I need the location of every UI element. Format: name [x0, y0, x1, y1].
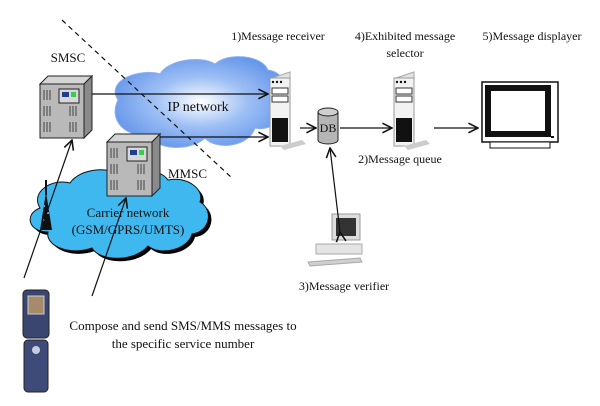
- mmsc-server-icon: [105, 132, 162, 198]
- exhibited-selector-label-line2: selector: [386, 46, 423, 60]
- mobile-phone-icon: [22, 289, 50, 393]
- db-label: DB: [320, 121, 337, 135]
- message-receiver-label: 1)Message receiver: [231, 29, 325, 43]
- carrier-network-label-line1: Carrier network: [87, 205, 170, 220]
- smsc-server-icon: [38, 74, 94, 140]
- exhibited-selector-label-line1: 4)Exhibited message: [355, 29, 455, 43]
- ip-network-label: IP network: [167, 100, 228, 115]
- carrier-network-label-line2: (GSM/GPRS/UMTS): [72, 222, 185, 237]
- network-boundary-line: [61, 19, 233, 179]
- mmsc-label: MMSC: [168, 166, 207, 181]
- database-icon: DB: [317, 107, 339, 145]
- arrow-phone-to-smsc: [23, 140, 72, 279]
- compose-instruction-line1: Compose and send SMS/MMS messages to: [69, 318, 296, 333]
- carrier-network-cloud: Carrier network (GSM/GPRS/UMTS): [29, 169, 212, 262]
- message-queue-label: 2)Message queue: [358, 152, 442, 166]
- message-receiver-server-icon: [269, 71, 306, 150]
- compose-instruction-line2: the specific service number: [112, 336, 255, 351]
- message-displayer-label: 5)Message displayer: [483, 29, 582, 43]
- arrow-phone-to-mmsc: [91, 198, 126, 297]
- arrow-db-verifier: [330, 148, 340, 232]
- message-verifier-label: 3)Message verifier: [299, 279, 389, 293]
- smsc-label: SMSC: [51, 50, 86, 65]
- message-display-monitor-icon: [481, 81, 559, 149]
- message-verifier-pc-icon: [307, 213, 363, 267]
- message-queue-server-icon: [393, 71, 430, 150]
